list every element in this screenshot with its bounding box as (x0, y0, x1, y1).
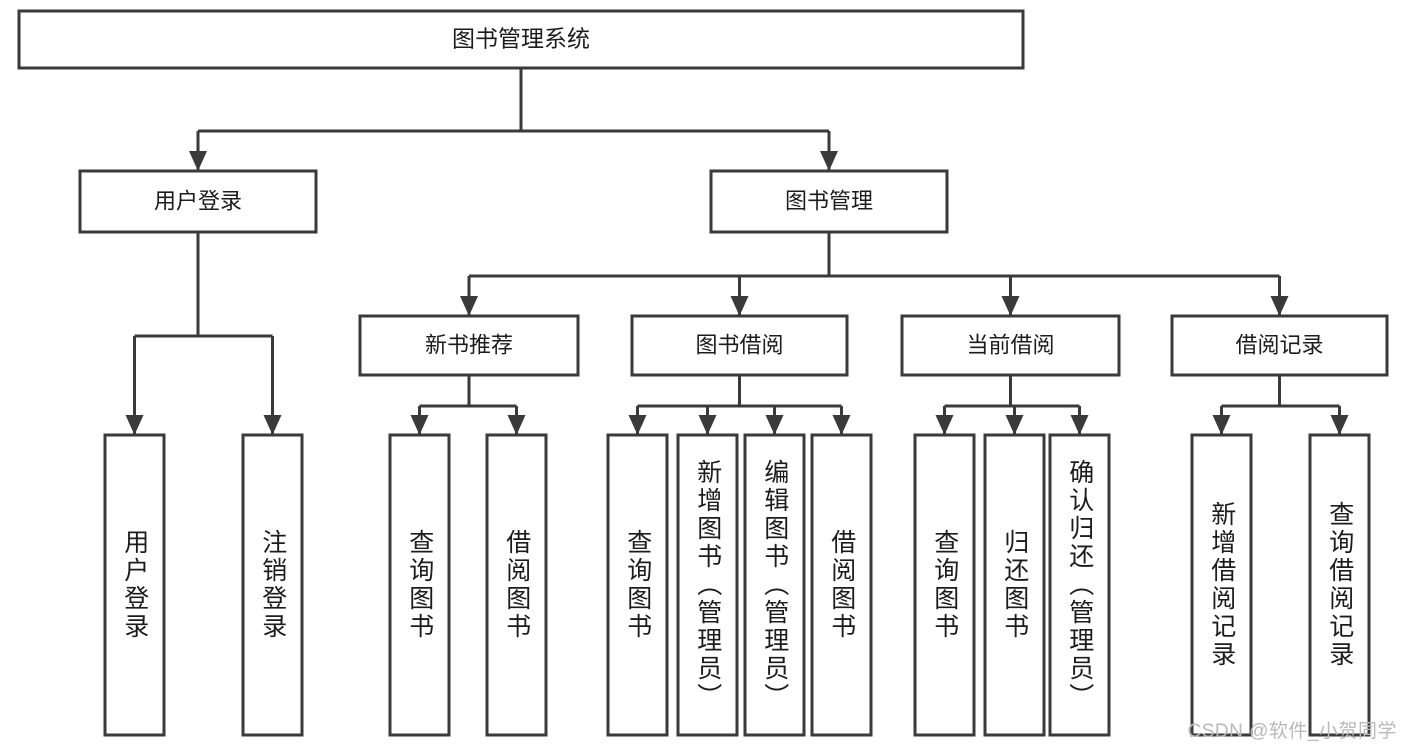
node-box-leaf-edit-book (743, 433, 806, 737)
node-label-l3-new-book-rec: 新书推荐 (425, 332, 513, 357)
arrow-head-icon (1001, 296, 1020, 316)
arrow-head-icon (410, 415, 429, 435)
watermark: CSDN @软件_小贺同学 (1187, 721, 1397, 742)
arrow-head-icon (507, 415, 526, 435)
arrow-head-icon (263, 415, 282, 435)
arrow-head-icon (935, 415, 954, 435)
node-label-l3-borrow-record: 借阅记录 (1235, 332, 1323, 357)
node-box-leaf-borrow-book-1 (485, 433, 548, 737)
node-label-root: 图书管理系统 (452, 26, 590, 52)
arrow-head-icon (1270, 296, 1289, 316)
node-box-leaf-add-record (1190, 433, 1253, 737)
arrow-head-icon (1070, 415, 1089, 435)
node-box-l2-book-manage (709, 169, 949, 234)
node-box-leaf-confirm-return (1048, 433, 1111, 737)
arrow-head-icon (730, 296, 749, 316)
node-box-leaf-logout (241, 433, 304, 737)
arrow-head-icon (125, 415, 144, 435)
node-box-leaf-user-login (103, 433, 166, 737)
edge-layer (125, 68, 1349, 435)
arrow-head-icon (1005, 415, 1024, 435)
node-label-l3-current-borrow: 当前借阅 (966, 332, 1054, 357)
node-box-leaf-query-book-1 (388, 433, 451, 737)
box-layer (17, 9, 1389, 737)
node-box-l3-borrow-record (1170, 314, 1389, 377)
node-label-l2-user-login: 用户登录 (154, 188, 242, 213)
arrow-head-icon (698, 415, 717, 435)
node-box-l2-user-login (78, 169, 318, 234)
arrow-head-icon (628, 415, 647, 435)
node-box-leaf-query-record (1308, 433, 1371, 737)
node-box-leaf-query-book-3 (913, 433, 976, 737)
node-box-leaf-add-book (676, 433, 739, 737)
node-label-l3-book-borrow: 图书借阅 (695, 332, 783, 357)
node-box-root (17, 9, 1025, 70)
arrow-head-icon (1330, 415, 1349, 435)
node-box-leaf-query-book-2 (606, 433, 669, 737)
arrow-head-icon (460, 296, 478, 316)
arrow-head-icon (1212, 415, 1231, 435)
node-box-leaf-borrow-book-2 (810, 433, 873, 737)
node-box-leaf-return-book (983, 433, 1046, 737)
node-box-l3-book-borrow (630, 314, 849, 377)
arrow-head-icon (820, 151, 838, 171)
node-label-l2-book-manage: 图书管理 (785, 188, 873, 213)
arrow-head-icon (832, 415, 851, 435)
arrow-head-icon (189, 151, 207, 171)
node-box-l3-new-book-rec (358, 314, 580, 377)
arrow-head-icon (765, 415, 784, 435)
node-box-l3-current-borrow (900, 314, 1121, 377)
